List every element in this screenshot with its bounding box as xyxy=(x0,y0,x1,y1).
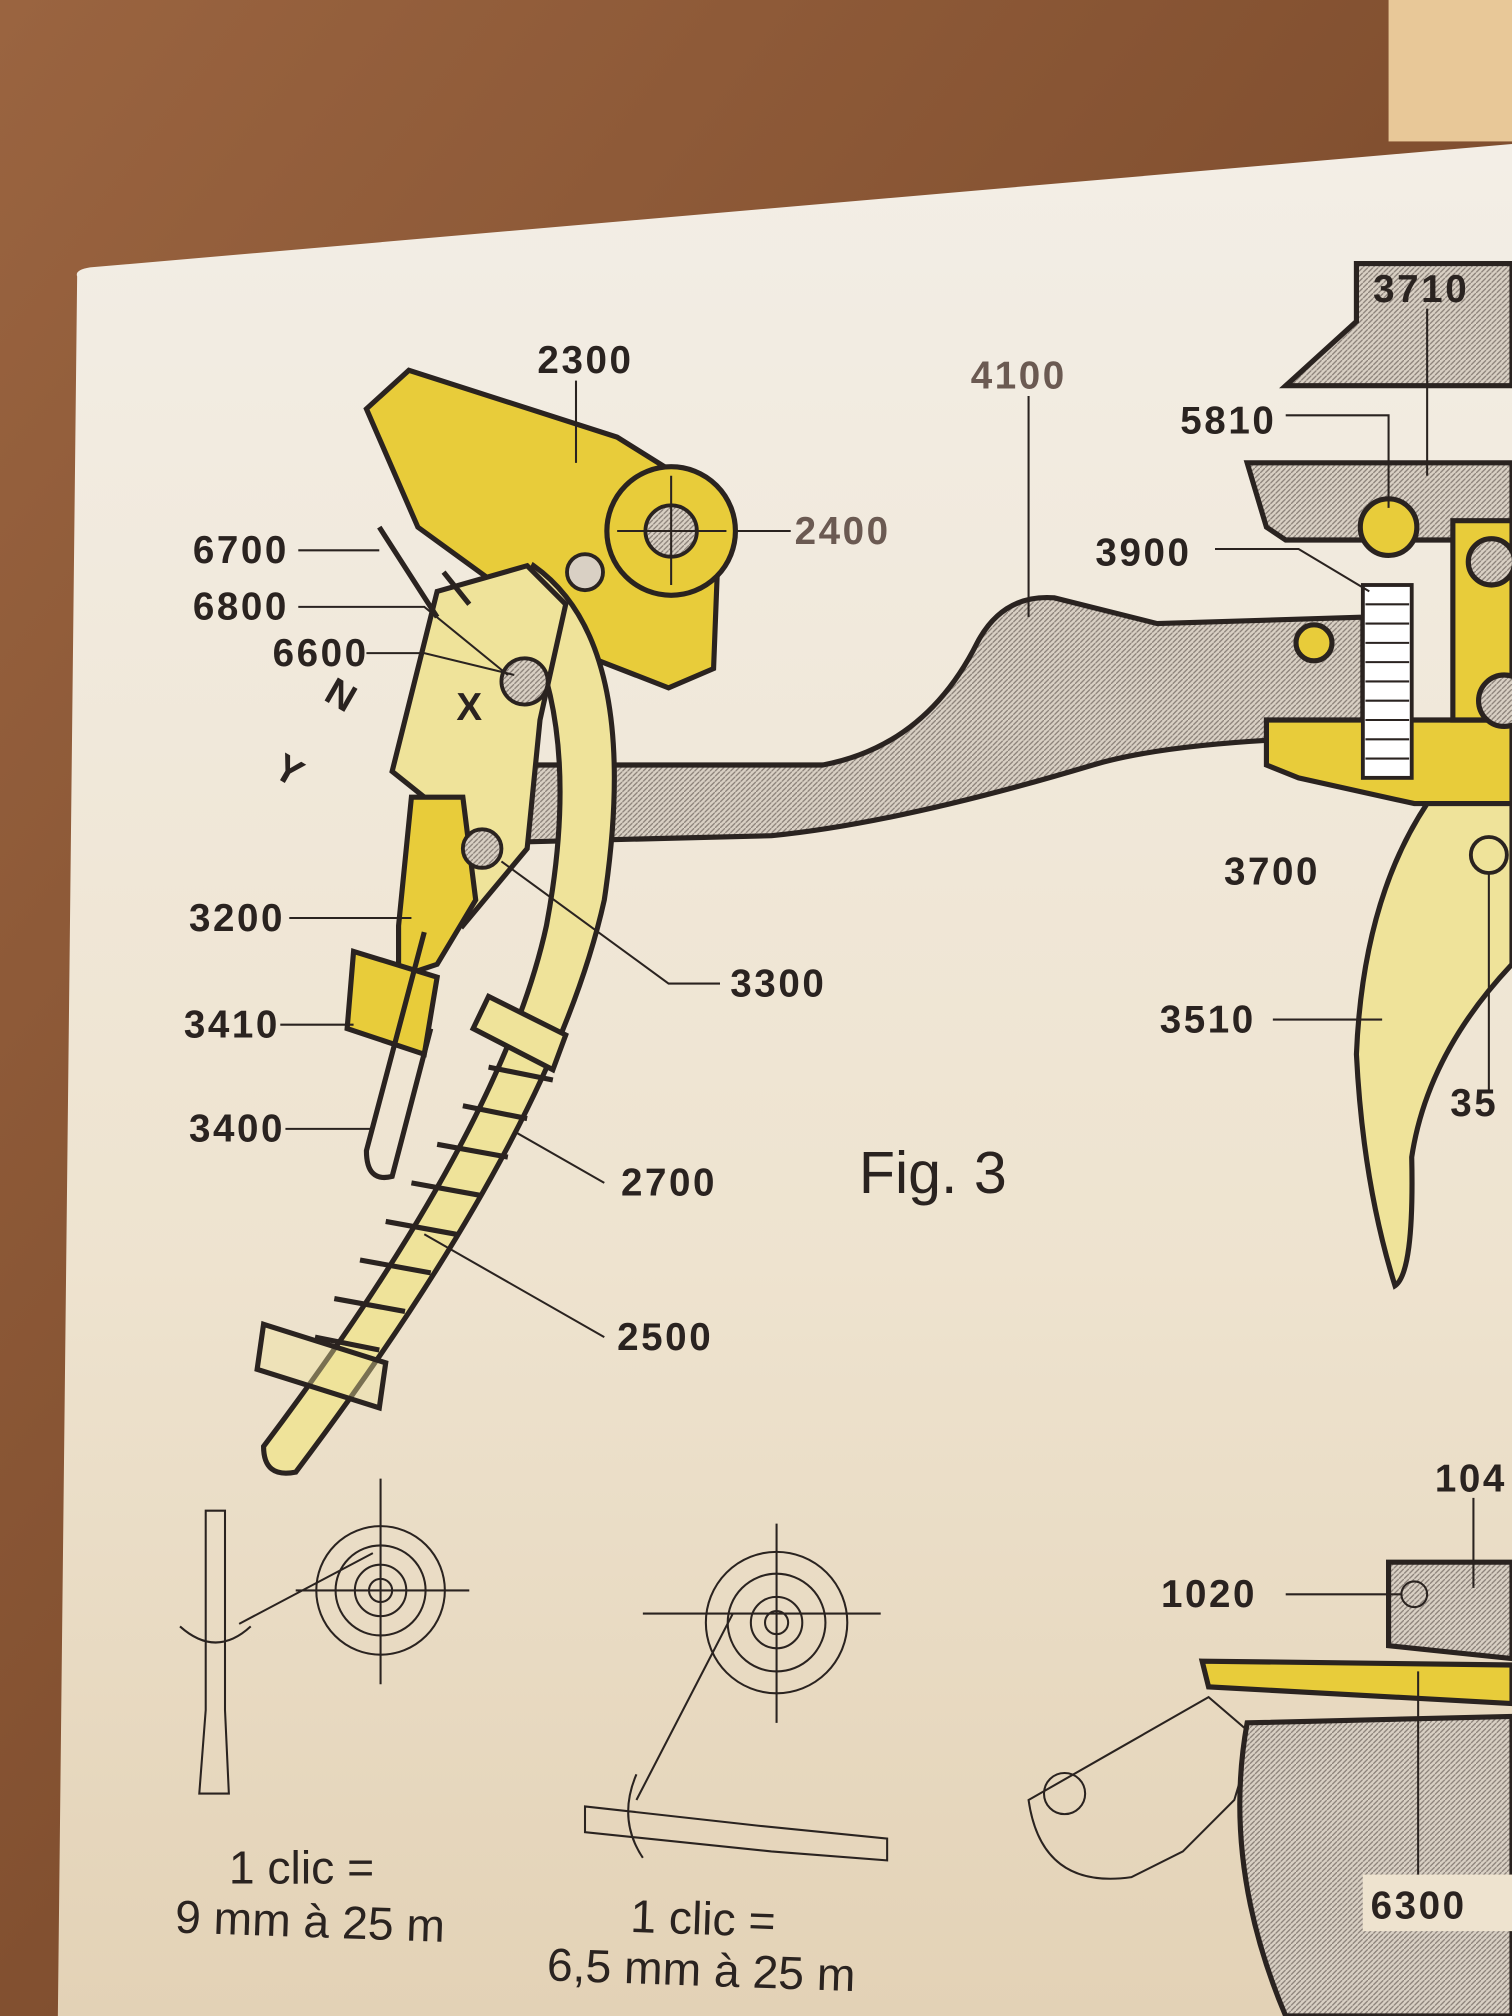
screwdriver-icon-vertical xyxy=(179,1509,374,1795)
caption-right-line2: 6,5 mm à 25 m xyxy=(546,1938,856,2001)
label-6800: 6800 xyxy=(193,586,289,629)
label-3510: 3510 xyxy=(1160,998,1256,1041)
label-6300: 6300 xyxy=(1371,1884,1467,1927)
pin-3700 xyxy=(1293,622,1335,664)
caption-left-line1: 1 clic = xyxy=(229,1842,374,1894)
screwdriver-icon-horizontal xyxy=(583,1773,889,1862)
label-6700: 6700 xyxy=(193,529,289,572)
label-3200: 3200 xyxy=(189,897,285,940)
label-5810: 5810 xyxy=(1180,399,1276,442)
label-X: X xyxy=(456,686,484,729)
label-2500: 2500 xyxy=(617,1316,713,1359)
caption-right-line1: 1 clic = xyxy=(629,1890,776,1947)
paper-corner xyxy=(1388,0,1512,142)
guide-block xyxy=(254,1320,389,1412)
label-3710: 3710 xyxy=(1373,268,1469,311)
lever-2300 xyxy=(363,367,723,691)
figure-title: Fig. 3 xyxy=(859,1139,1007,1206)
label-3900: 3900 xyxy=(1095,532,1191,575)
spring-2700 xyxy=(314,1064,554,1353)
label-104: 104 xyxy=(1435,1457,1507,1500)
collar xyxy=(469,992,569,1074)
label-2700: 2700 xyxy=(621,1162,717,1205)
manual-page xyxy=(57,144,1512,2016)
label-2300: 2300 xyxy=(537,339,633,382)
bolt-handle-2500 xyxy=(260,561,617,1476)
label-3410: 3410 xyxy=(184,1004,280,1047)
label-6300-background xyxy=(1362,1874,1512,1932)
spring-3400 xyxy=(363,931,434,1181)
target-icon-right xyxy=(635,1523,881,1801)
pin-3300 xyxy=(460,827,504,870)
label-4100: 4100 xyxy=(971,354,1067,397)
part-3200 xyxy=(396,794,479,981)
label-3700: 3700 xyxy=(1224,851,1320,894)
pin-6600 xyxy=(499,656,550,707)
label-35: 35 xyxy=(1450,1082,1498,1125)
label-2400: 2400 xyxy=(795,510,891,553)
stock-4100 xyxy=(511,595,1366,845)
caption-left-line2: 9 mm à 25 m xyxy=(174,1890,446,1951)
label-6600: 6600 xyxy=(273,632,369,675)
label-1020: 1020 xyxy=(1161,1573,1257,1616)
label-3300: 3300 xyxy=(730,962,826,1005)
housing-3710 xyxy=(1279,261,1512,389)
lower-mechanism xyxy=(1027,1559,1512,2016)
trigger-3510 xyxy=(1353,801,1512,1290)
label-3400: 3400 xyxy=(189,1108,285,1151)
target-icon-left xyxy=(295,1478,470,1685)
